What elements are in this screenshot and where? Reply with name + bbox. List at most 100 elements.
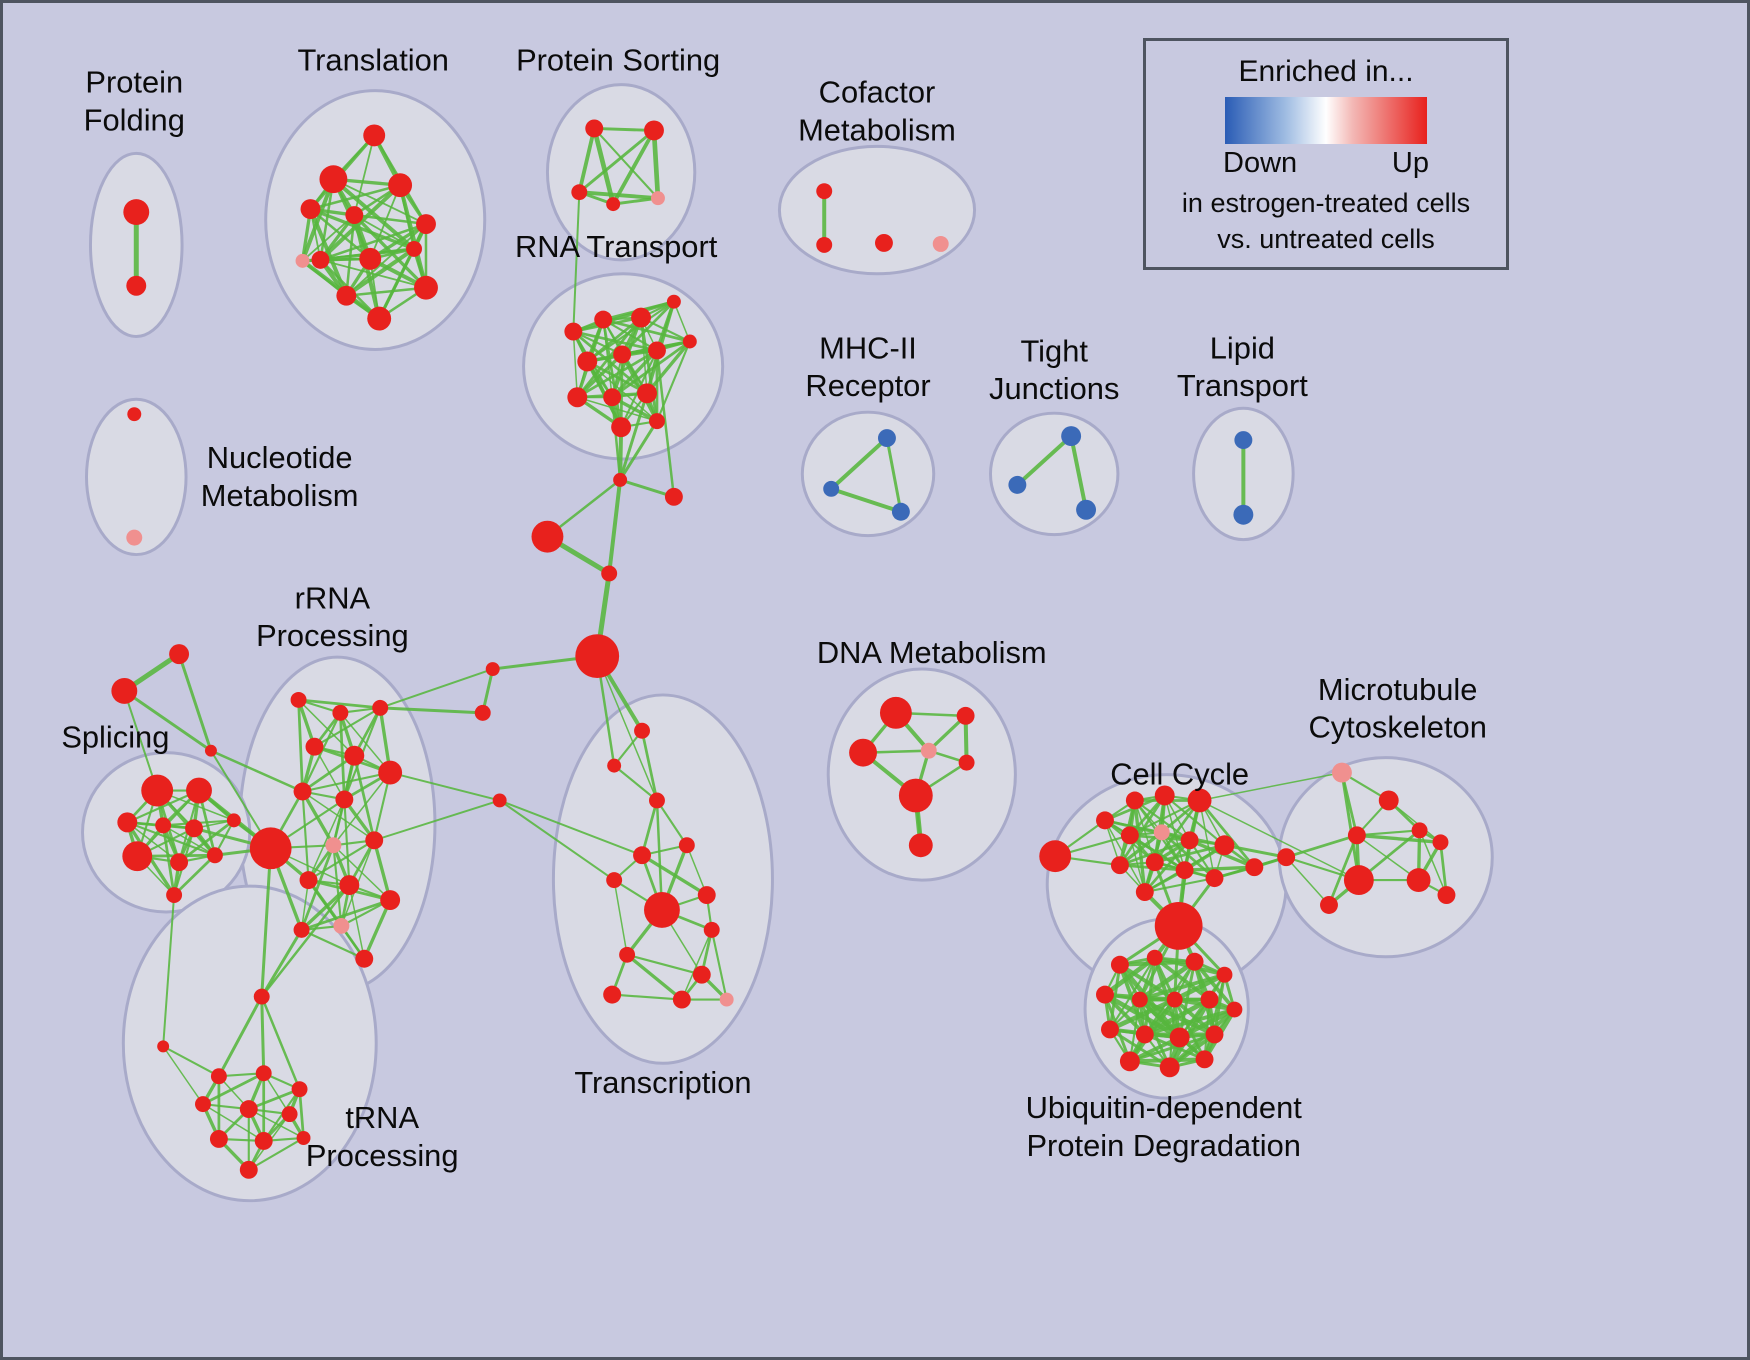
edge: [300, 928, 366, 960]
edge: [1418, 829, 1448, 896]
node-cell-cycle-0: [1039, 840, 1072, 873]
cluster-label-transcription: Transcription: [574, 1065, 751, 1100]
node-ubiquitin-degradation-8: [1226, 1001, 1243, 1018]
node-translation-4: [345, 206, 364, 225]
node-ubiquitin-degradation-9: [1100, 1020, 1119, 1039]
node-dna-metabolism-3: [920, 742, 937, 759]
edge: [611, 993, 683, 1001]
edge: [1128, 799, 1201, 837]
node-dna-metabolism-5: [898, 778, 933, 813]
edge: [309, 183, 402, 211]
edge: [1107, 997, 1178, 1032]
edge: [123, 689, 159, 792]
edge: [1198, 799, 1256, 869]
node-translation-5: [416, 214, 436, 234]
edge: [577, 190, 660, 201]
node-trna-processing-9: [254, 1131, 273, 1150]
node-lipid-transport-0: [1234, 431, 1253, 450]
edge: [217, 995, 264, 1078]
cluster-label-rna-transport: RNA Transport: [515, 229, 718, 264]
node-rrna-processing-1: [332, 704, 349, 721]
edge: [348, 884, 366, 960]
node-transcription-7: [697, 886, 716, 905]
edge: [640, 853, 709, 897]
node-splicing-1: [186, 777, 212, 804]
edge: [260, 846, 273, 999]
edge: [596, 655, 658, 802]
edge: [625, 953, 684, 1002]
edge: [345, 223, 427, 297]
node-connectors-11: [1154, 902, 1203, 950]
node-connectors-2: [531, 520, 564, 553]
node-connectors-7: [492, 793, 507, 808]
node-ubiquitin-degradation-15: [1195, 1050, 1214, 1069]
cluster-label-cell-cycle: Cell Cycle: [1110, 757, 1249, 792]
node-splicing-3: [155, 817, 172, 834]
node-cell-cycle-13: [1135, 883, 1154, 902]
node-ubiquitin-degradation-0: [1110, 955, 1129, 974]
node-ubiquitin-degradation-6: [1166, 991, 1183, 1008]
edge: [613, 764, 659, 802]
edge: [829, 486, 903, 514]
edge: [1128, 1032, 1216, 1063]
legend-up-label: Up: [1391, 147, 1429, 179]
node-dna-metabolism-6: [908, 833, 933, 858]
node-rna-transport-5: [613, 345, 632, 364]
edge: [297, 699, 356, 757]
edge: [247, 1136, 305, 1171]
edge: [655, 799, 688, 847]
edge: [1153, 843, 1226, 864]
node-rna-transport-7: [682, 334, 697, 349]
edge: [1355, 833, 1443, 844]
edge: [1182, 865, 1256, 872]
node-cell-cycle-1: [1096, 811, 1114, 830]
edge: [313, 706, 382, 748]
node-ubiquitin-degradation-12: [1205, 1025, 1224, 1044]
edge: [1142, 1007, 1237, 1037]
edge: [618, 391, 649, 482]
node-microtubule-cytoskeleton-7: [1437, 886, 1456, 905]
node-protein-sorting-1: [644, 120, 664, 141]
node-transcription-13: [719, 992, 734, 1007]
edge: [248, 1108, 305, 1139]
edge: [645, 339, 692, 395]
node-cell-cycle-11: [1175, 861, 1194, 880]
node-splicing-8: [226, 813, 241, 828]
edge: [1203, 998, 1211, 1061]
edge: [372, 838, 392, 902]
node-mhc-ii-receptor-1: [823, 480, 840, 497]
node-trna-processing-1: [157, 1040, 170, 1053]
node-cell-cycle-8: [1214, 835, 1235, 856]
edge: [1143, 877, 1216, 894]
node-rrna-processing-0: [290, 691, 307, 708]
node-dna-metabolism-0: [879, 696, 912, 729]
node-cofactor-metabolism-1: [816, 236, 833, 253]
edge: [345, 286, 428, 297]
node-microtubule-cytoskeleton-4: [1277, 848, 1296, 867]
node-ubiquitin-degradation-1: [1146, 949, 1163, 966]
node-splicing-5: [122, 841, 153, 872]
edge: [611, 128, 656, 207]
edge: [319, 222, 428, 262]
edge: [331, 177, 417, 251]
node-trna-processing-5: [195, 1096, 211, 1113]
edge: [126, 789, 201, 824]
node-rrna-processing-4: [344, 745, 365, 766]
node-splicing-9: [166, 887, 183, 904]
edge: [829, 436, 889, 491]
edge: [177, 652, 213, 753]
node-rrna-processing-5: [378, 760, 403, 785]
edge: [1198, 799, 1216, 879]
edge: [1108, 956, 1156, 1031]
node-rna-transport-10: [637, 383, 657, 404]
node-rrna-processing-7: [335, 790, 354, 809]
node-transcription-1: [607, 758, 622, 773]
node-lipid-transport-1: [1233, 504, 1254, 525]
node-rrna-processing-10: [365, 831, 384, 850]
edge: [1102, 955, 1158, 997]
